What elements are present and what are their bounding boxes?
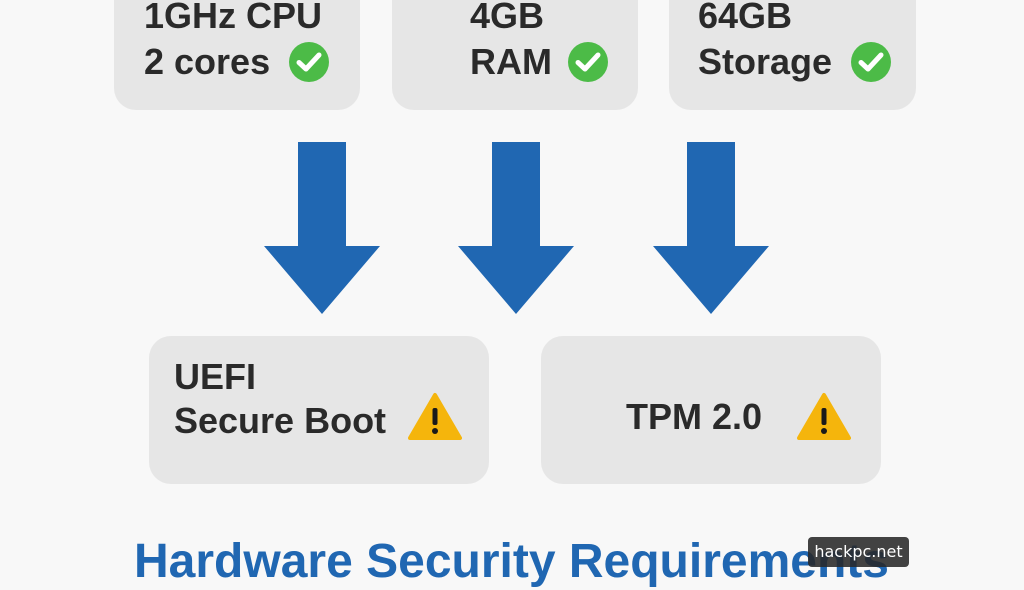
warning-triangle-icon [797, 393, 851, 440]
uefi-label: UEFI [174, 356, 257, 397]
storage-label: Storage [698, 41, 833, 82]
secure-boot-label: Secure Boot [174, 400, 387, 441]
check-circle-icon [289, 42, 329, 82]
watermark-label: hackpc.net [808, 537, 909, 567]
warning-triangle-icon [408, 393, 462, 440]
down-arrow-icon [653, 142, 769, 314]
ram-size-label: 4GB [470, 0, 545, 36]
storage-size-label: 64GB [698, 0, 793, 36]
cpu-cores-label: 2 cores [144, 41, 271, 82]
down-arrow-icon [264, 142, 380, 314]
check-circle-icon [851, 42, 891, 82]
down-arrow-icon [458, 142, 574, 314]
tpm-label: TPM 2.0 [626, 396, 763, 437]
cpu-speed-label: 1GHz CPU [144, 0, 323, 36]
check-circle-icon [568, 42, 608, 82]
diagram-title: Hardware Security Requirements [134, 535, 889, 588]
ram-label: RAM [470, 41, 552, 82]
